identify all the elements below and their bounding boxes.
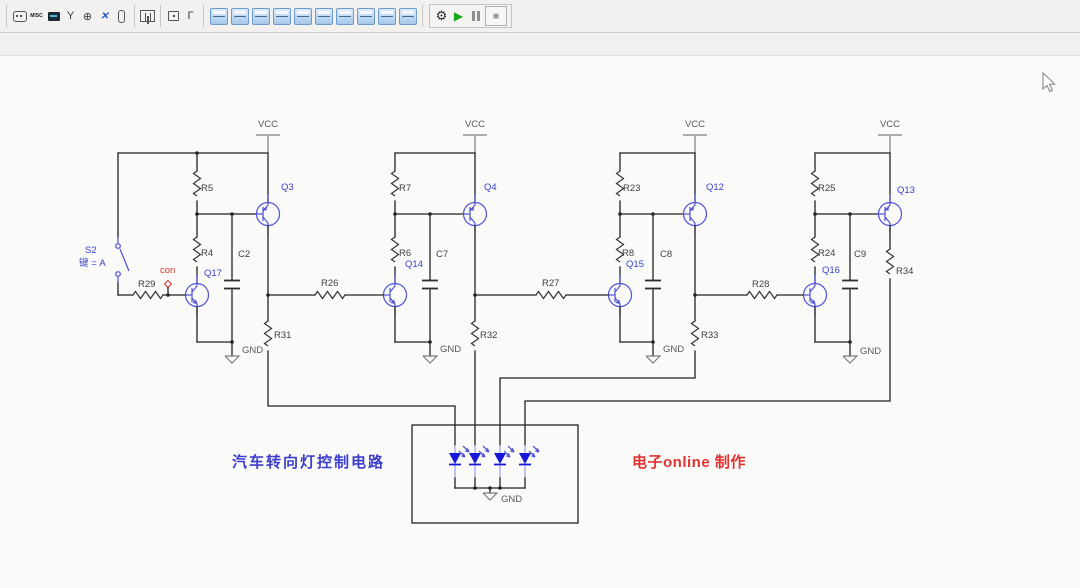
vcc-symbol-4[interactable] [878, 134, 902, 153]
pause-button[interactable] [468, 6, 483, 26]
multimeter-icon[interactable] [209, 7, 228, 25]
toolbar-separator [422, 5, 423, 27]
toolbar-separator [134, 5, 135, 27]
logic-converter-icon[interactable] [398, 7, 417, 25]
ground-symbol-3[interactable] [645, 341, 662, 364]
ladder-diagram-icon[interactable] [140, 6, 155, 26]
rf-icon[interactable]: Y [66, 10, 75, 22]
resistor-R8[interactable] [615, 236, 625, 263]
resistor-R26[interactable] [314, 290, 346, 300]
connector-con[interactable] [163, 279, 173, 289]
capacitor-C9[interactable] [842, 279, 858, 290]
vcc-symbol-1[interactable] [256, 134, 280, 153]
ground-symbol-1[interactable] [224, 341, 241, 364]
resistor-R27[interactable] [535, 290, 567, 300]
led-box[interactable] [411, 424, 579, 524]
run-button[interactable]: ▶ [453, 9, 464, 23]
connector-icon[interactable] [114, 6, 129, 26]
ground-symbol-5[interactable] [482, 487, 499, 501]
frequency-counter-icon[interactable] [335, 7, 354, 25]
toolbar-separator [6, 5, 7, 27]
schematic-canvas[interactable] [0, 56, 1080, 588]
capacitor-C8[interactable] [645, 279, 661, 290]
step-signal-icon[interactable]: Γ [187, 10, 194, 22]
resistor-R32[interactable] [470, 320, 480, 347]
toolbar-separator [203, 5, 204, 27]
led-4[interactable] [519, 445, 540, 478]
digital-toolbar: Γ [165, 6, 199, 26]
word-generator-icon[interactable] [356, 7, 375, 25]
resistor-R6[interactable] [390, 236, 400, 263]
misc-digital-icon[interactable] [12, 6, 27, 26]
capacitor-C2[interactable] [224, 279, 240, 290]
resistor-R23[interactable] [615, 170, 625, 197]
vcc-symbol-2[interactable] [463, 134, 487, 153]
instruments-toolbar [208, 7, 418, 25]
resistor-R7[interactable] [390, 170, 400, 197]
ground-symbol-2[interactable] [422, 341, 439, 364]
toolbar-separator [160, 5, 161, 27]
wattmeter-icon[interactable] [251, 7, 270, 25]
resistor-R5[interactable] [192, 170, 202, 197]
toolbar-band [0, 33, 1080, 56]
stop-button[interactable]: ■ [485, 6, 507, 26]
resistor-R31[interactable] [263, 320, 273, 347]
four-channel-oscilloscope-icon[interactable] [293, 7, 312, 25]
mouse-cursor [1042, 71, 1056, 93]
toolbar: MISC Y ⊕ ✕ Γ ⚙ ▶ ■ [0, 0, 1080, 33]
resistor-R34[interactable] [885, 248, 895, 275]
indicator-icon[interactable] [46, 6, 61, 26]
ground-symbol-4[interactable] [842, 341, 859, 364]
electromechanical-icon[interactable]: ⊕ [82, 10, 93, 23]
resistor-R4[interactable] [192, 236, 202, 263]
switch-S2[interactable] [115, 152, 134, 296]
component-toolbar: MISC Y ⊕ ✕ [11, 6, 130, 26]
ladder-toolbar [139, 6, 156, 26]
resistor-R25[interactable] [810, 170, 820, 197]
seven-segment-icon[interactable] [166, 6, 181, 26]
led-1[interactable] [449, 445, 470, 478]
misc-components-icon[interactable]: MISC [30, 13, 43, 19]
resistor-R24[interactable] [810, 236, 820, 263]
led-3[interactable] [494, 445, 515, 478]
logic-analyzer-icon[interactable] [377, 7, 396, 25]
bode-plotter-icon[interactable] [314, 7, 333, 25]
simulation-controls: ⚙ ▶ ■ [429, 4, 512, 28]
resistor-R33[interactable] [690, 320, 700, 347]
oscilloscope-icon[interactable] [272, 7, 291, 25]
resistor-R29[interactable] [132, 290, 164, 300]
capacitor-C7[interactable] [422, 279, 438, 290]
simulation-settings-button[interactable]: ⚙ [435, 8, 448, 23]
resistor-R28[interactable] [746, 290, 778, 300]
ni-component-icon[interactable]: ✕ [100, 10, 109, 22]
led-2[interactable] [469, 445, 490, 478]
vcc-symbol-3[interactable] [683, 134, 707, 153]
function-generator-icon[interactable] [230, 7, 249, 25]
